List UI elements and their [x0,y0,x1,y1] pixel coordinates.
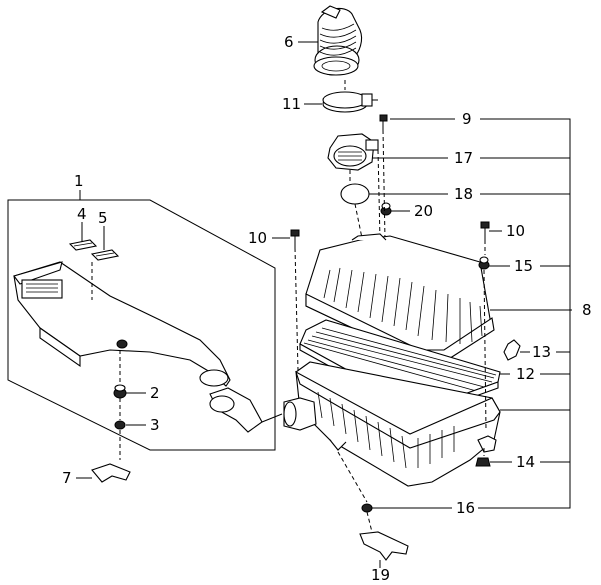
callout-19: 19 [371,566,390,584]
duct-grommet-2 [113,384,127,399]
callout-13: 13 [532,343,551,361]
callout-7: 7 [62,469,72,487]
airflow-sensor-part [327,133,379,171]
duct-assembly-box [7,199,276,451]
callouts: 1 2 3 4 5 6 7 8 9 10 10 11 12 13 14 15 1… [62,33,592,584]
label-plates [68,239,120,261]
bolt-left-part [290,229,300,248]
callout-18: 18 [454,185,473,203]
callout-1: 1 [74,172,84,190]
hose-clamp-part [322,91,378,113]
callout-11: 11 [282,95,301,113]
grommet-15-part [478,256,490,270]
callout-4: 4 [77,205,87,223]
callout-9: 9 [462,110,472,128]
callout-14: 14 [516,453,535,471]
intake-hose-part [313,5,363,76]
callout-15: 15 [514,257,533,275]
callout-20: 20 [414,202,433,220]
clip-part [503,339,521,361]
screw-part [379,114,388,130]
callout-5: 5 [98,209,108,227]
callout-3: 3 [150,416,160,434]
bolt-right-part [480,221,490,240]
callout-8: 8 [582,301,592,319]
bracket-7-part [91,463,131,483]
grommet-16-part [361,503,373,513]
callout-10-right: 10 [506,222,525,240]
air-cleaner-body-part [283,361,501,487]
callout-17: 17 [454,149,473,167]
mount-14-part [475,457,491,467]
duct-grommet-3 [114,420,126,430]
grommet-part [380,202,392,216]
callout-2: 2 [150,384,160,402]
leader-lines [76,41,572,568]
duct-grommet-top [116,339,128,349]
callout-10-left: 10 [248,229,267,247]
air-duct-part [13,261,283,433]
callout-16: 16 [456,499,475,517]
bracket-19-part [359,531,409,561]
callout-12: 12 [516,365,535,383]
seal-ring-part [340,183,370,205]
callout-6: 6 [284,33,294,51]
